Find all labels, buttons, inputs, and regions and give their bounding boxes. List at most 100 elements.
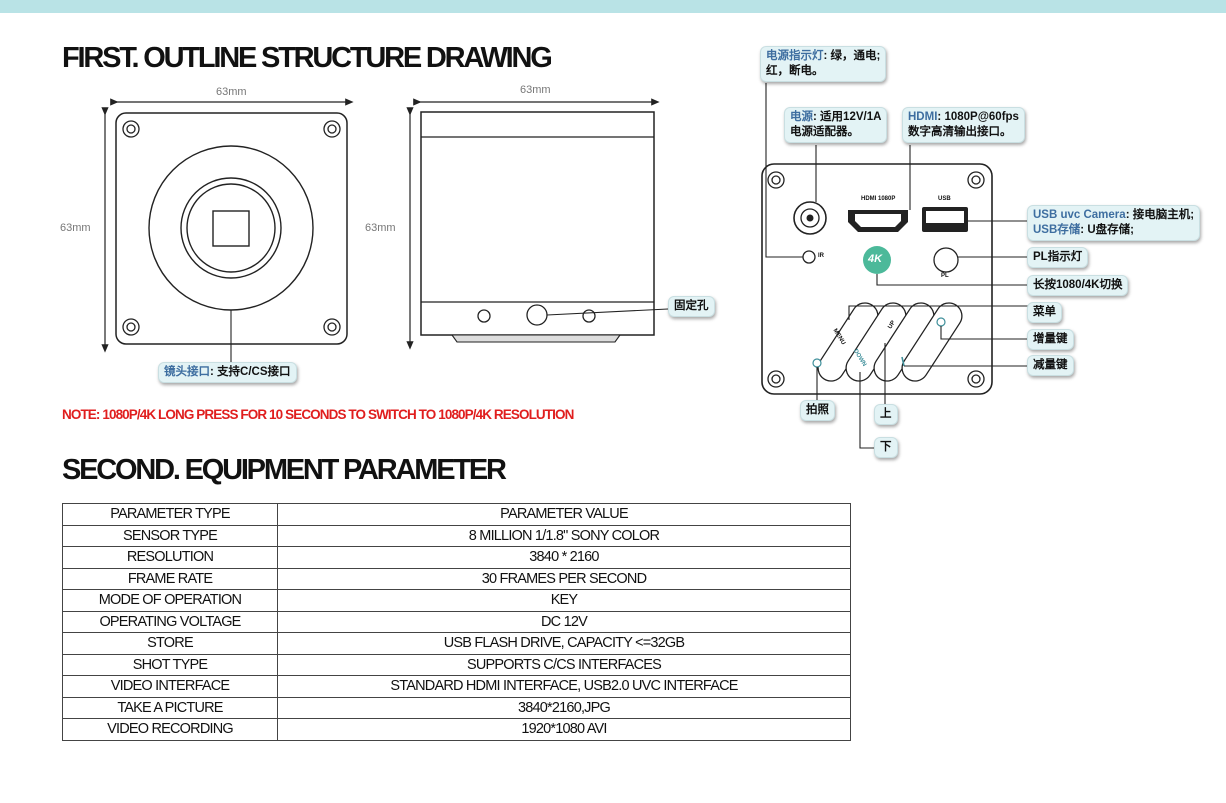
param-value-cell: SUPPORTS C/CS INTERFACES (277, 653, 851, 676)
photo-key-dot (812, 358, 822, 368)
header-cell-value: PARAMETER VALUE (277, 503, 851, 526)
side-view (406, 98, 669, 350)
callout-lens-mount-value: 支持C/CS接口 (217, 366, 291, 378)
callout-usb-value-1: 接电脑主机; (1132, 209, 1195, 221)
param-type-cell: OPERATING VOLTAGE (62, 610, 278, 633)
callout-usb-key-2: USB存储 (1033, 224, 1081, 236)
param-type-cell: VIDEO INTERFACE (62, 675, 278, 698)
param-value-cell: 30 FRAMES PER SECOND (277, 567, 851, 590)
callout-power-led-value-2: 红，断电。 (766, 65, 824, 77)
pl-indicator (933, 247, 959, 273)
callout-separator: : (823, 50, 828, 62)
callout-pl-led: PL指示灯 (1027, 247, 1089, 268)
param-type-cell: SHOT TYPE (62, 653, 278, 676)
callout-power-value-2: 电源适配器。 (790, 126, 859, 138)
callout-power-led-key: 电源指示灯 (766, 50, 824, 62)
callout-hdmi: HDMI: 1080P@60fps 数字高清输出接口。 (902, 107, 1025, 143)
callout-hdmi-value-1: 1080P@60fps (944, 111, 1019, 123)
callout-usb-key-1: USB uvc Camera (1033, 209, 1126, 221)
section-heading-parameters: SECOND. EQUIPMENT PARAMETER (62, 454, 507, 486)
param-type-cell: SENSOR TYPE (62, 524, 278, 547)
param-type-cell: TAKE A PICTURE (62, 696, 278, 719)
callout-separator: : (813, 111, 817, 123)
pl-label: PL (941, 273, 949, 279)
param-value-cell: DC 12V (277, 610, 851, 633)
param-value-cell: 3840*2160,JPG (277, 696, 851, 719)
parameter-table-body: PARAMETER TYPE PARAMETER VALUE SENSOR TY… (62, 503, 851, 741)
callout-decrease: 减量键 (1027, 355, 1074, 376)
front-width-label: 63mm (216, 86, 247, 98)
header-cell-type: PARAMETER TYPE (62, 503, 278, 526)
param-type-cell: MODE OF OPERATION (62, 589, 278, 612)
4k-badge-label: 4K (868, 253, 883, 265)
callout-usb-value-2: U盘存储; (1087, 224, 1134, 236)
param-type-cell: RESOLUTION (62, 546, 278, 569)
side-mount-flange (450, 334, 622, 343)
callout-power-led: 电源指示灯: 绿，通电; 红，断电。 (760, 46, 887, 82)
callout-lens-mount: 镜头接口: 支持C/CS接口 (158, 362, 297, 383)
front-view (101, 98, 354, 362)
callout-down: 下 (874, 437, 898, 458)
callout-power-key: 电源 (790, 111, 813, 123)
rear-screw-holes (767, 171, 985, 388)
front-height-label: 63mm (60, 222, 91, 234)
ir-label: IR (818, 253, 824, 259)
decrease-key-mark (901, 356, 905, 367)
rear-panel (761, 83, 1030, 449)
usb-port (922, 207, 968, 232)
param-value-cell: 1920*1080 AVI (277, 718, 851, 741)
callout-fixing-hole: 固定孔 (668, 296, 715, 317)
callout-up: 上 (874, 404, 898, 425)
fixing-hole-leader (546, 308, 669, 316)
callout-increase: 增量键 (1027, 329, 1074, 350)
side-housing (420, 111, 655, 336)
param-value-cell: STANDARD HDMI INTERFACE, USB2.0 UVC INTE… (277, 675, 851, 698)
param-value-cell: 8 MILLION 1/1.8" SONY COLOR (277, 524, 851, 547)
param-type-cell: STORE (62, 632, 278, 655)
callout-power-led-value-1: 绿，通电; (830, 50, 881, 62)
power-jack (793, 201, 827, 235)
4k-switch-badge (863, 246, 891, 274)
callout-menu: 菜单 (1027, 302, 1062, 323)
param-value-cell: 3840 * 2160 (277, 546, 851, 569)
param-type-cell: VIDEO RECORDING (62, 718, 278, 741)
parameter-table: PARAMETER TYPE PARAMETER VALUE SENSOR TY… (62, 503, 851, 741)
callout-lens-mount-key: 镜头接口 (164, 366, 210, 378)
param-type-cell: FRAME RATE (62, 567, 278, 590)
callout-power-value-1: 适用12V/1A (820, 111, 882, 123)
ir-sensor (802, 250, 816, 264)
keypad-slots (817, 302, 963, 382)
callout-hdmi-key: HDMI (908, 111, 938, 123)
front-screw-holes (122, 120, 341, 336)
image-sensor (212, 210, 250, 247)
side-width-label: 63mm (520, 84, 551, 96)
resolution-note: NOTE: 1080P/4K LONG PRESS FOR 10 SECONDS… (62, 407, 574, 422)
table-header-row: PARAMETER TYPE PARAMETER VALUE (62, 503, 851, 526)
callout-separator: : (937, 111, 942, 123)
hdmi-port-label: HDMI 1080P (861, 196, 896, 202)
callout-hdmi-value-2: 数字高清输出接口。 (908, 126, 1012, 138)
callout-separator: : (210, 366, 214, 378)
callout-long-press: 长按1080/4K切换 (1027, 275, 1129, 296)
param-value-cell: KEY (277, 589, 851, 612)
param-value-cell: USB FLASH DRIVE, CAPACITY <=32GB (277, 632, 851, 655)
callout-usb: USB uvc Camera: 接电脑主机; USB存储: U盘存储; (1027, 205, 1201, 241)
callout-leaders (765, 83, 1030, 449)
callout-photo: 拍照 (800, 400, 835, 421)
hdmi-port (848, 210, 908, 232)
usb-port-label: USB (938, 196, 951, 202)
increase-key-dot (936, 317, 946, 327)
side-height-label: 63mm (365, 222, 396, 234)
top-accent-bar (0, 0, 1226, 13)
